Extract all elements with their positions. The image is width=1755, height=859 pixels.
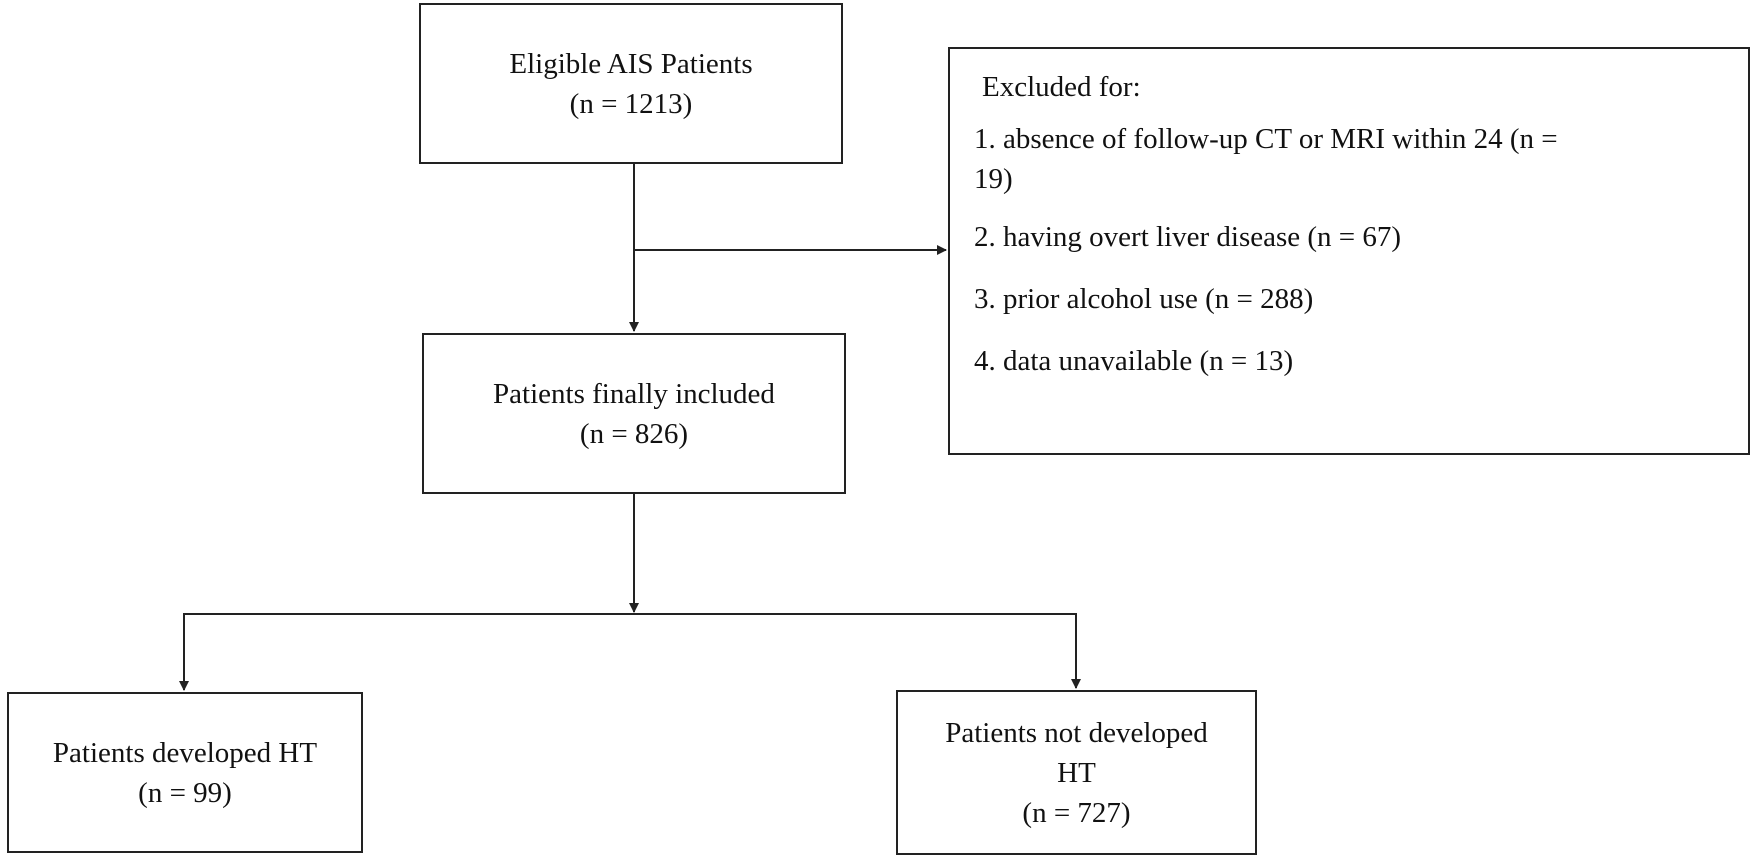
excluded-box: Excluded for: 1. absence of follow-up CT… (948, 47, 1750, 455)
excluded-heading: Excluded for: (982, 71, 1141, 103)
not-developed-title-line2: HT (1057, 756, 1096, 789)
excluded-item-1: 1. absence of follow-up CT or MRI within… (974, 119, 1748, 199)
developed-title: Patients developed HT (52, 736, 318, 769)
included-title: Patients finally included (493, 377, 775, 410)
developed-ht-box: Patients developed HT (n = 99) (7, 692, 363, 853)
excluded-item-4: 4. data unavailable (n = 13) (974, 345, 1294, 377)
included-count: (n = 826) (579, 417, 689, 450)
eligible-patients-box: Eligible AIS Patients (n = 1213) (419, 3, 843, 164)
excluded-item-1-line2: 19) (974, 163, 1013, 195)
excluded-item-2: 2. having overt liver disease (n = 67) (974, 221, 1402, 253)
included-patients-box: Patients finally included (n = 826) (422, 333, 846, 494)
eligible-title: Eligible AIS Patients (509, 47, 753, 80)
not-developed-count: (n = 727) (1022, 796, 1131, 829)
developed-count: (n = 99) (138, 776, 232, 809)
excluded-item-3: 3. prior alcohol use (n = 288) (974, 283, 1314, 315)
not-developed-ht-box: Patients not developed HT (n = 727) (896, 690, 1257, 855)
excluded-item-1-line1: 1. absence of follow-up CT or MRI within… (974, 123, 1558, 155)
not-developed-title-line1: Patients not developed (945, 716, 1208, 749)
eligible-count: (n = 1213) (569, 87, 693, 120)
